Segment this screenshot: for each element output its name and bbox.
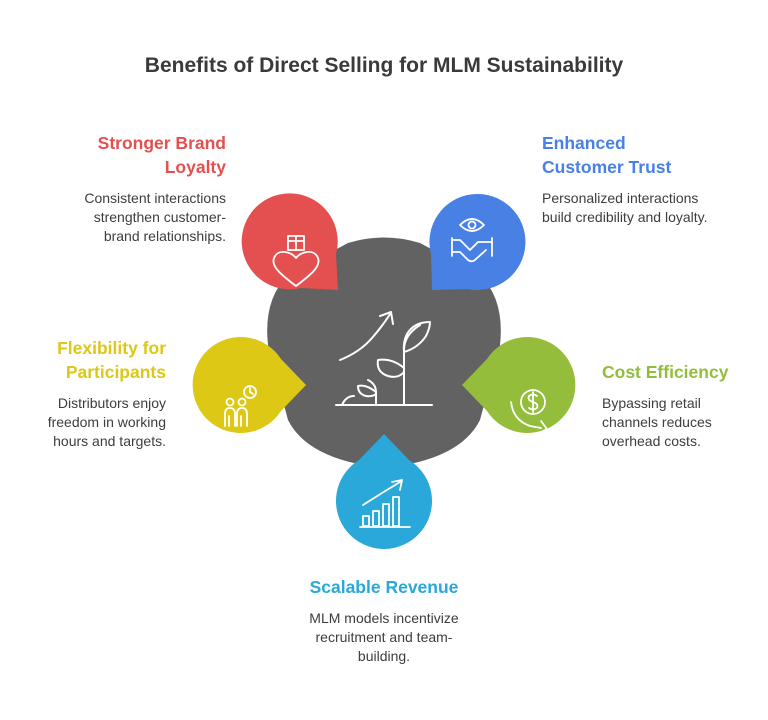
benefit-flexibility-for-participants: Flexibility for Participants Distributor… [26, 336, 166, 451]
diagram-title: Benefits of Direct Selling for MLM Susta… [144, 54, 624, 77]
people-clock-icon [224, 385, 257, 427]
benefit-heading: Scalable Revenue [309, 577, 459, 597]
benefit-heading: Stronger Brand Loyalty [97, 133, 226, 177]
heart-gift-icon [272, 235, 320, 287]
central-hub [267, 237, 501, 468]
benefit-cost-efficiency: Cost Efficiency Bypassing retail channel… [602, 360, 752, 451]
benefit-description: Consistent interactions strengthen custo… [84, 190, 226, 244]
benefit-stronger-brand-loyalty: Stronger Brand Loyalty Consistent intera… [60, 131, 226, 246]
benefit-description: Distributors enjoy freedom in working ho… [47, 395, 166, 449]
benefit-description: Bypassing retail channels reduces overhe… [602, 395, 712, 449]
benefit-enhanced-customer-trust: Enhanced Customer Trust Personalized int… [542, 131, 710, 227]
bar-chart-growth-icon [359, 479, 411, 528]
benefit-heading: Enhanced Customer Trust [542, 133, 672, 177]
plant-growth-icon [335, 311, 433, 406]
eye-handshake-icon [451, 218, 493, 263]
flexibility-drop [192, 337, 306, 434]
benefit-scalable-revenue: Scalable Revenue MLM models incentivize … [284, 575, 484, 666]
dollar-down-arrow-icon [510, 389, 548, 434]
benefit-description: Personalized interactions build credibil… [542, 190, 708, 225]
benefit-description: MLM models incentivize recruitment and t… [309, 610, 459, 664]
benefit-heading: Cost Efficiency [602, 362, 729, 382]
cost-efficiency-drop [462, 337, 576, 434]
benefit-heading: Flexibility for Participants [57, 338, 166, 382]
